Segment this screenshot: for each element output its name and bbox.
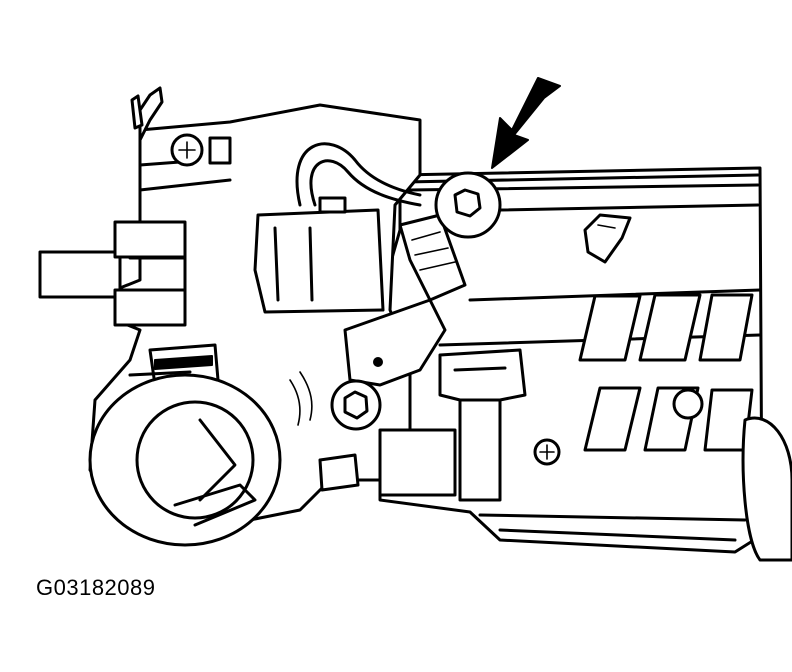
- target-bolt-icon: [434, 171, 502, 239]
- throttle-body: [38, 86, 527, 547]
- nut-icon: [330, 379, 382, 431]
- figure-code: G03182089: [36, 575, 156, 600]
- pointer-arrow: [491, 77, 561, 169]
